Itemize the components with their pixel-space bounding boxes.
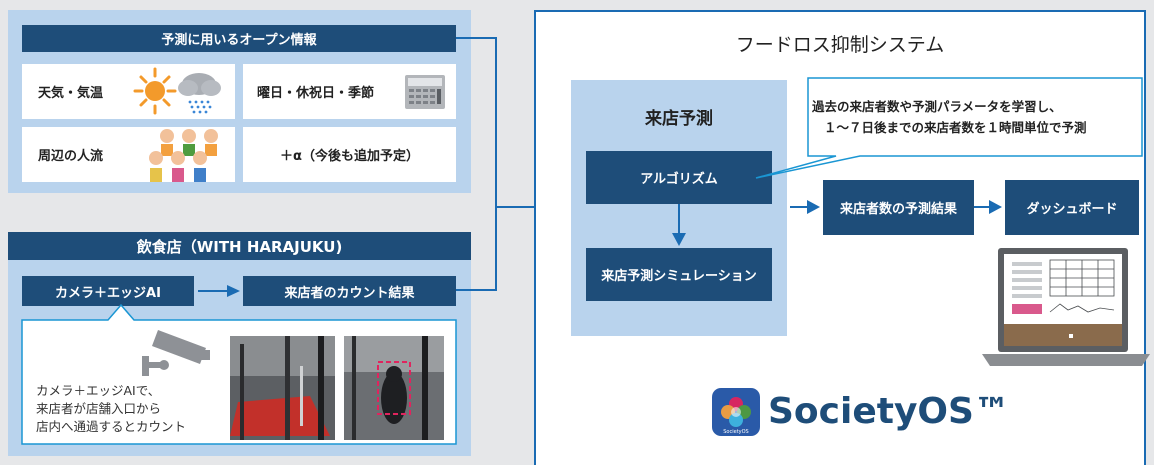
camera-description-line-1: カメラ＋エッジAIで、	[36, 383, 161, 398]
camera-description: カメラ＋エッジAIで、 来店者が店舗入口から 店内へ通過するとカウント	[36, 382, 236, 436]
laptop-icon	[982, 248, 1150, 366]
entrance-photo-2	[344, 336, 444, 440]
forecast-title: 来店予測	[645, 109, 713, 129]
system-title: フードロス抑制システム	[735, 34, 945, 56]
algorithm-box: アルゴリズム	[586, 151, 772, 204]
camera-edge-ai-box: カメラ＋エッジAI	[22, 276, 194, 306]
entrance-photo-1	[230, 336, 335, 440]
dashboard-box: ダッシュボード	[1005, 180, 1139, 235]
calendar-icon	[405, 75, 445, 109]
weather-icon	[133, 67, 221, 115]
societyos-logo-icon: SocietyOS	[712, 388, 760, 436]
forecast-simulation-box: 来店予測シミュレーション	[586, 248, 772, 301]
visit-count-box: 来店者のカウント結果	[243, 276, 456, 306]
societyos-brand-text: SocietyOS™	[768, 391, 1010, 432]
open-info-title: 予測に用いるオープン情報	[22, 25, 456, 52]
callout-line-2: １〜７日後までの来店者数を１時間単位で予測	[824, 120, 1087, 135]
callout-text: 過去の来店者数や予測パラメータを学習し、 １〜７日後までの来店者数を１時間単位で…	[812, 96, 1140, 138]
calendar-label: 曜日・休祝日・季節	[257, 86, 375, 101]
forecast-result-box: 来店者数の予測結果	[823, 180, 974, 235]
plus-alpha-box: ＋α（今後も追加予定）	[243, 127, 456, 182]
plus-alpha-label: ＋α（今後も追加予定）	[280, 149, 419, 164]
weather-label: 天気・気温	[38, 86, 104, 101]
logo-text: SocietyOS	[723, 429, 748, 435]
camera-description-line-3: 店内へ通過するとカウント	[36, 419, 187, 434]
crowd-label: 周辺の人流	[38, 149, 104, 164]
security-camera-icon	[142, 330, 210, 376]
callout-line-1: 過去の来店者数や予測パラメータを学習し、	[812, 99, 1062, 114]
crowd-icon	[149, 129, 218, 182]
algorithm-callout-bubble	[755, 77, 1143, 179]
restaurant-title: 飲食店（WITH HARAJUKU)	[8, 232, 471, 260]
camera-description-line-2: 来店者が店舗入口から	[36, 401, 162, 416]
